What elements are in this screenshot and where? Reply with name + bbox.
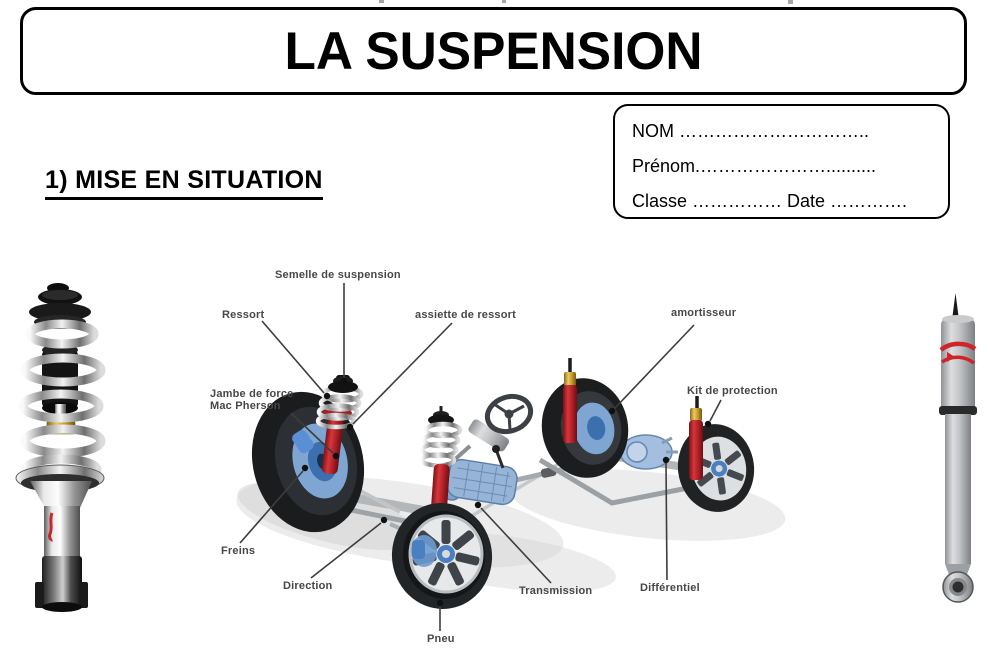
front-right-wheel bbox=[391, 503, 493, 609]
diagram-label-transmission: Transmission bbox=[519, 585, 593, 597]
diagram-label-pneu: Pneu bbox=[427, 633, 455, 645]
page-title: LA SUSPENSION bbox=[284, 21, 703, 81]
leader-jambe bbox=[290, 412, 334, 454]
leader-kit bbox=[709, 399, 722, 422]
leader-ressort bbox=[261, 320, 325, 394]
diagram-label-assiette: assiette de ressort bbox=[415, 309, 517, 321]
diagram-label-freins: Freins bbox=[221, 545, 256, 557]
rear-right-shock-absorber bbox=[689, 396, 703, 480]
leader-differentiel bbox=[665, 462, 668, 581]
leader-freins bbox=[239, 470, 304, 544]
diagram-label-direction: Direction bbox=[283, 580, 333, 592]
red-brand-mark bbox=[47, 512, 54, 543]
leader-lines bbox=[239, 283, 722, 631]
diagram-label-jambe-line2: Mac Pherson bbox=[210, 400, 281, 412]
top-crop-artifact bbox=[379, 0, 384, 3]
top-crop-artifact bbox=[788, 0, 793, 4]
top-crop-artifact bbox=[502, 0, 506, 3]
brake-caliper bbox=[292, 429, 314, 454]
diagram-label-semelle: Semelle de suspension bbox=[275, 269, 401, 281]
diagram-label-amortisseur: amortisseur bbox=[671, 307, 737, 319]
diagram-label-kit-de-protection: Kit de protection bbox=[687, 385, 778, 397]
student-firstname-line: Prénom.………………….......... bbox=[632, 156, 877, 176]
section-heading: 1) MISE EN SITUATION bbox=[45, 166, 323, 200]
student-info-box: NOM ………………………….. Prénom.………………….........… bbox=[613, 104, 950, 219]
diagram-label-differentiel: Différentiel bbox=[640, 582, 700, 594]
leader-assiette bbox=[352, 322, 453, 425]
student-class-date-line: Classe …………… Date …………. bbox=[632, 191, 908, 211]
steering-wheel bbox=[484, 393, 534, 435]
car-suspension-cutaway bbox=[236, 283, 786, 631]
leader-direction bbox=[310, 522, 382, 579]
title-box: LA SUSPENSION bbox=[20, 7, 967, 95]
macpherson-strut-front-left bbox=[315, 375, 364, 475]
red-logo bbox=[939, 341, 977, 365]
macpherson-strut-photo bbox=[15, 283, 106, 612]
leader-transmission bbox=[480, 507, 552, 584]
diagram-label-jambe-line1: Jambe de force bbox=[210, 388, 294, 400]
student-name-line: NOM ………………………….. bbox=[632, 121, 869, 141]
rear-left-shock-absorber bbox=[563, 358, 577, 443]
steering-column bbox=[450, 419, 510, 464]
brake-caliper bbox=[412, 540, 425, 559]
leader-dots bbox=[301, 377, 712, 607]
gear-shifter bbox=[492, 445, 505, 469]
leader-amortisseur bbox=[614, 324, 695, 409]
diagram-label-jambe-de-force: Jambe de force Mac Pherson bbox=[210, 388, 294, 412]
gas-shock-absorber-photo bbox=[939, 293, 977, 603]
diagram-label-ressort: Ressort bbox=[222, 309, 265, 321]
